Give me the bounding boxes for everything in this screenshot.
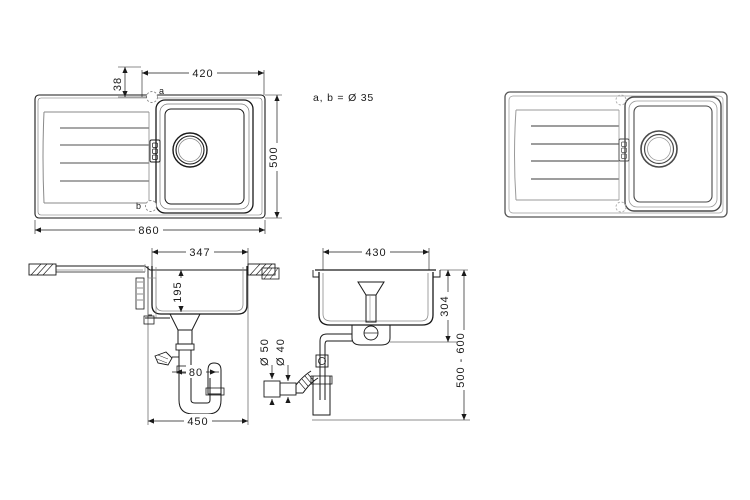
dia-40-text: Ø 40 bbox=[275, 338, 287, 366]
overflow-slot bbox=[149, 139, 161, 163]
plan-view-rendered bbox=[504, 91, 728, 218]
worktop-hatch-side bbox=[261, 267, 280, 280]
dimension-500-600-text: 500 - 600 bbox=[455, 332, 467, 387]
tap-hole-b: b bbox=[136, 200, 157, 212]
dimension-304: 304 bbox=[390, 269, 468, 343]
dimension-80-text: 80 bbox=[189, 367, 203, 379]
waste-column-side bbox=[352, 281, 390, 326]
dimension-38: 38 bbox=[112, 66, 147, 98]
dimension-500-600: 500 - 600 bbox=[312, 270, 471, 421]
dimension-450-text: 450 bbox=[187, 416, 208, 428]
sink-bowl bbox=[155, 99, 254, 214]
dimension-430: 430 bbox=[322, 245, 430, 270]
tap-hole-a-rendered bbox=[615, 94, 627, 106]
sink-outer-rim-rendered bbox=[504, 91, 728, 218]
hole-b-label: b bbox=[136, 201, 141, 211]
dimension-195: 195 bbox=[172, 270, 188, 312]
section-view-side: Ø 50 Ø 40 430 304 bbox=[259, 245, 471, 421]
label-dia-40: Ø 40 bbox=[275, 338, 291, 403]
plan-view-line: a b 38 420 bbox=[34, 66, 284, 237]
dimension-347-text: 347 bbox=[189, 247, 210, 259]
drainboard-rendered bbox=[514, 109, 620, 201]
outlet-body-side bbox=[351, 325, 391, 346]
horizontal-pipe-side bbox=[315, 333, 352, 400]
sink-rim-profile bbox=[55, 264, 248, 273]
dimension-38-text: 38 bbox=[112, 77, 124, 91]
hole-spec-note: a, b = Ø 35 bbox=[313, 92, 374, 104]
tap-hole-b-rendered bbox=[615, 201, 627, 213]
valve-tap bbox=[154, 351, 179, 366]
overflow-slot-rendered bbox=[618, 138, 630, 162]
sink-inner-rim-rendered bbox=[508, 95, 724, 214]
drain-outlet bbox=[172, 132, 208, 168]
dimension-860-text: 860 bbox=[138, 225, 159, 237]
drain-outlet-rendered bbox=[640, 130, 678, 168]
dimension-420-text: 420 bbox=[192, 68, 213, 80]
drainboard-grooves-rendered bbox=[531, 125, 619, 180]
dimension-860: 860 bbox=[34, 220, 266, 237]
section-view-front: 347 195 80 450 bbox=[28, 245, 276, 428]
dimension-304-text: 304 bbox=[439, 295, 451, 316]
dimension-80: 80 bbox=[172, 365, 219, 379]
dimension-430-text: 430 bbox=[365, 247, 386, 259]
dimension-195-text: 195 bbox=[172, 281, 184, 302]
dia-50-text: Ø 50 bbox=[259, 338, 271, 366]
label-dia-50: Ø 50 bbox=[259, 338, 275, 405]
down-pipe-side bbox=[310, 375, 333, 416]
dimension-347: 347 bbox=[151, 245, 249, 268]
hole-a-label: a bbox=[159, 86, 164, 96]
drain-assembly-front bbox=[143, 313, 201, 351]
dimension-450: 450 bbox=[147, 272, 249, 428]
dimension-420: 420 bbox=[141, 66, 265, 97]
pipe-adapters bbox=[263, 380, 297, 398]
dimension-500-text: 500 bbox=[268, 146, 280, 167]
drainboard bbox=[42, 111, 150, 204]
dimension-500: 500 bbox=[265, 94, 284, 219]
drainboard-grooves bbox=[60, 127, 149, 182]
